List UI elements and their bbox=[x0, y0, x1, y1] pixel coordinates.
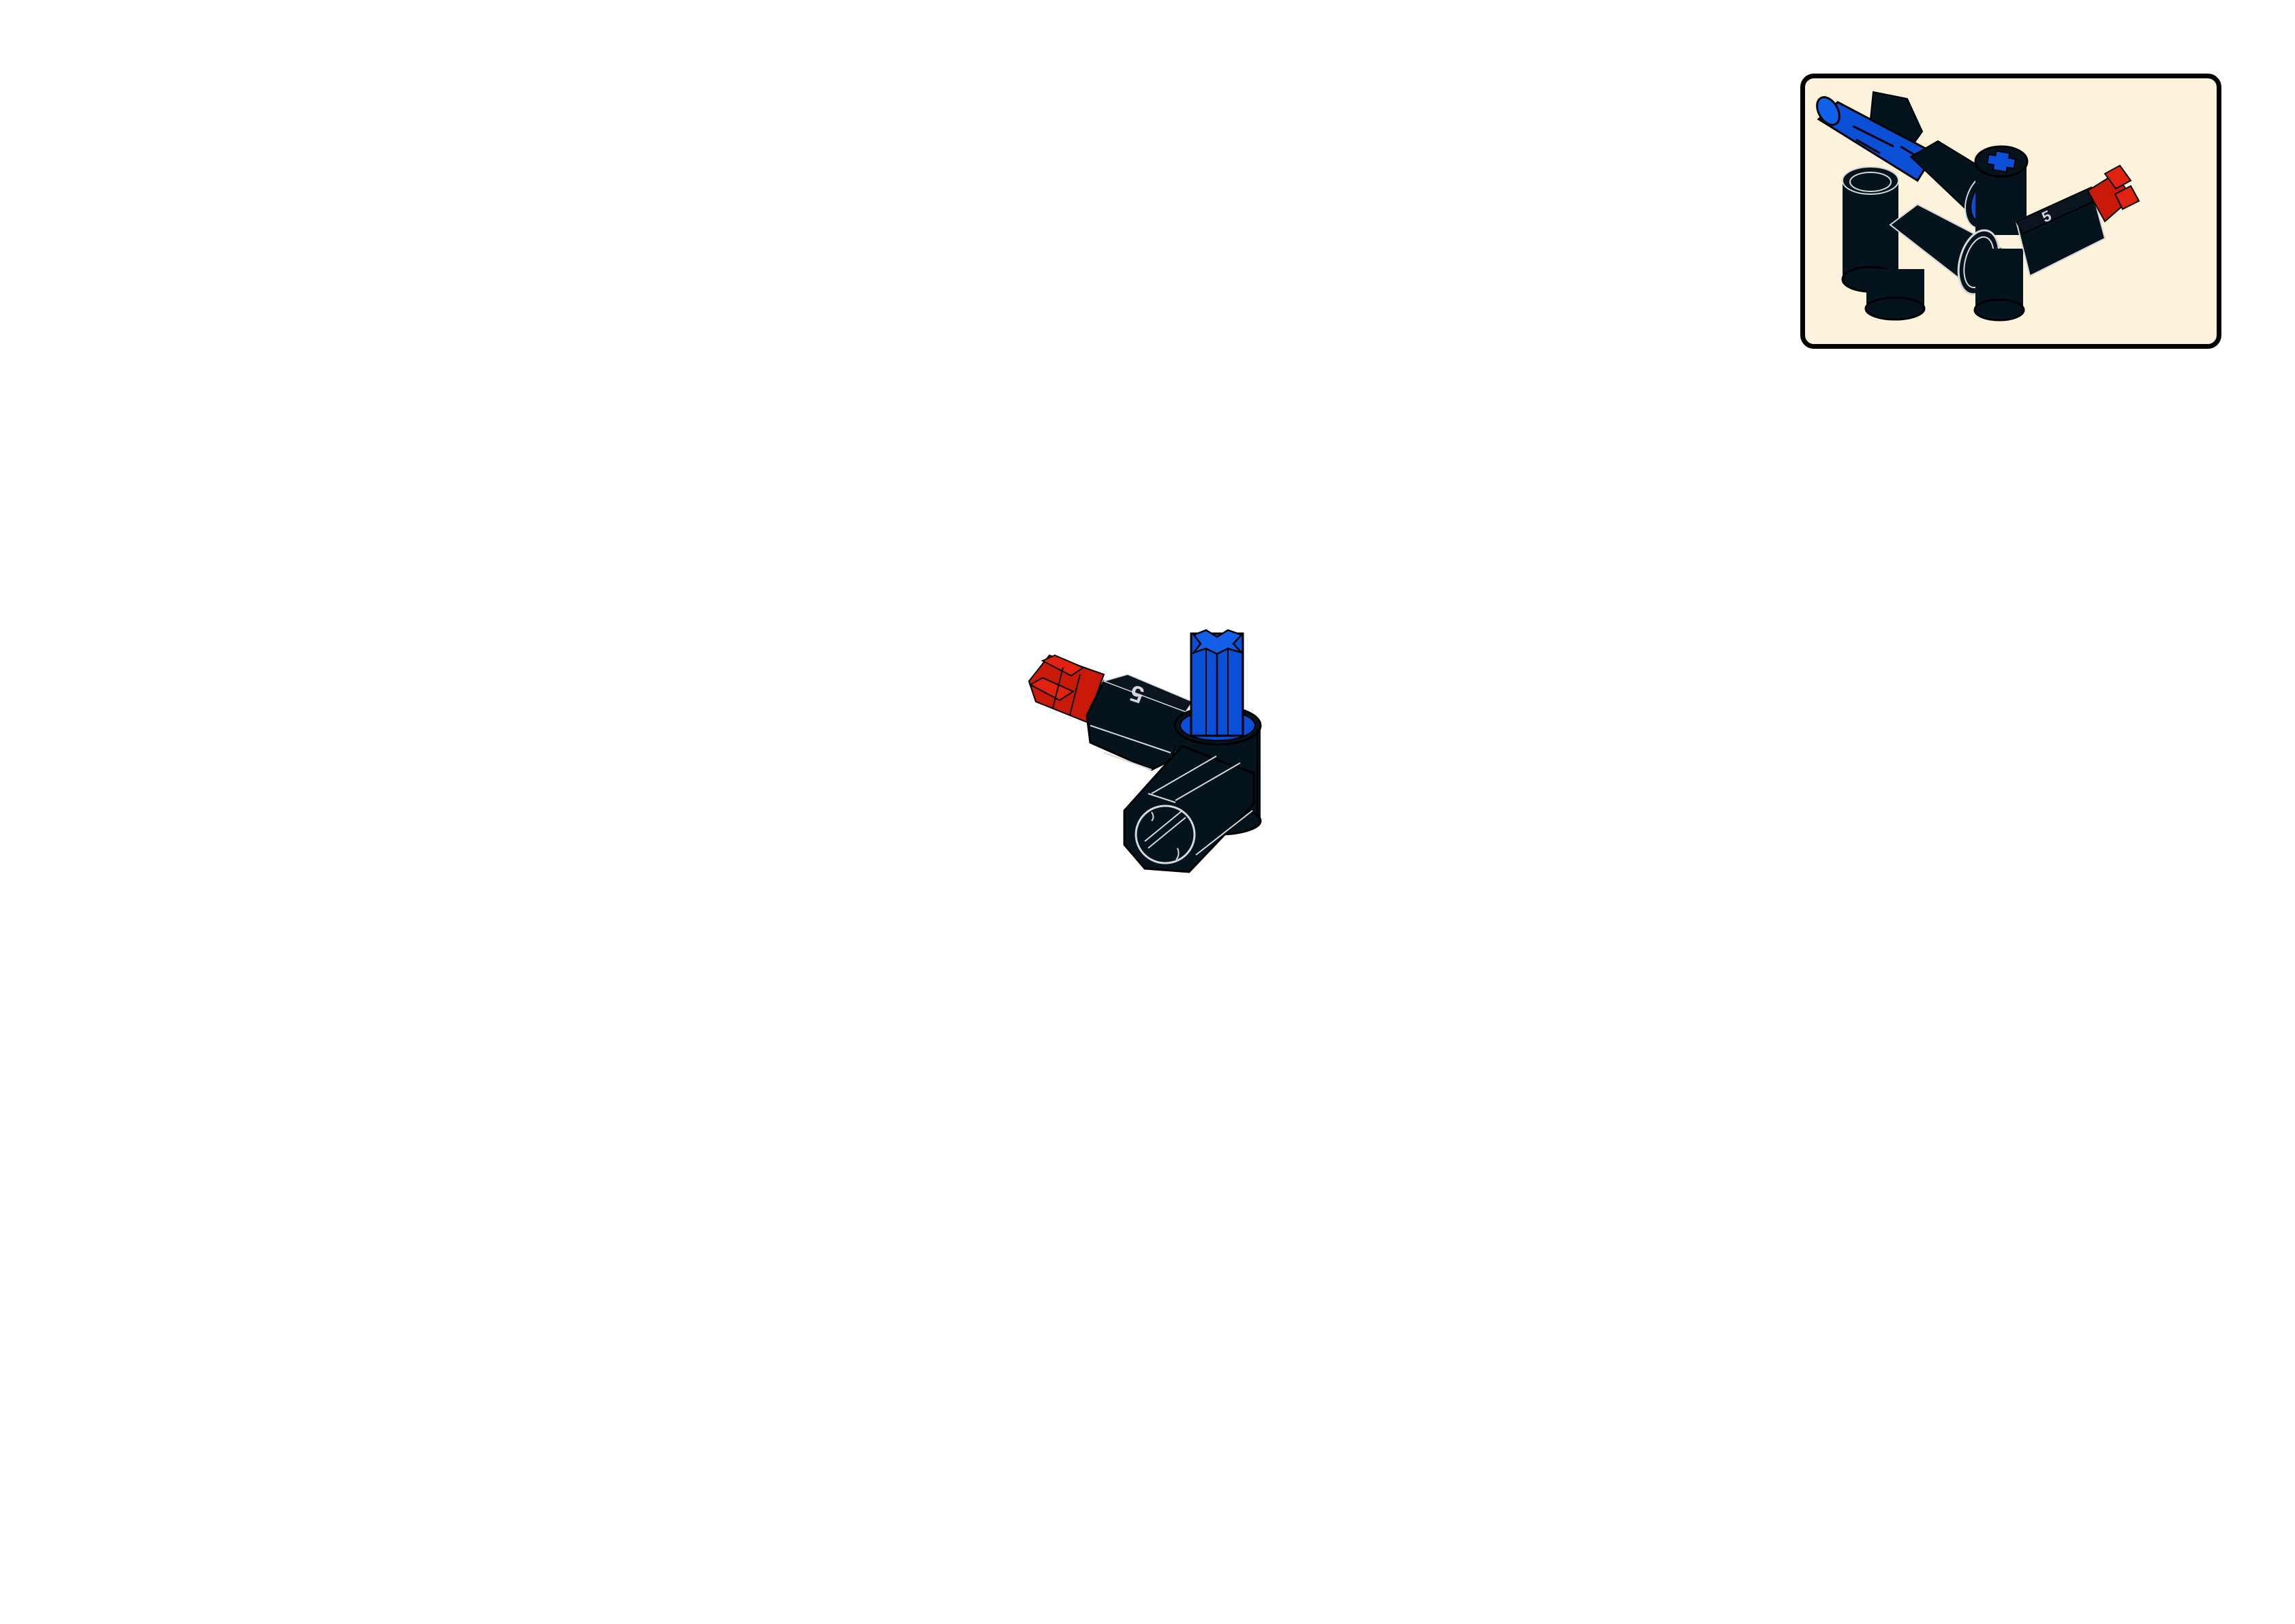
black-angle-connector-main bbox=[1889, 203, 2025, 322]
step-assembly: 5 bbox=[1022, 613, 1295, 899]
black-angle-connector-left bbox=[1841, 166, 1926, 321]
black-axle-connector-5: 5 bbox=[2015, 186, 2106, 277]
submodel-illustration: 5 bbox=[1816, 91, 2140, 322]
step-assembly-illustration: 5 bbox=[1028, 629, 1262, 873]
blue-axle-part bbox=[1190, 629, 1245, 737]
submodel-callout-box: 5 bbox=[1800, 74, 2221, 349]
red-axle-end-callout bbox=[2086, 164, 2140, 223]
black-angled-arm-part bbox=[1123, 745, 1255, 873]
